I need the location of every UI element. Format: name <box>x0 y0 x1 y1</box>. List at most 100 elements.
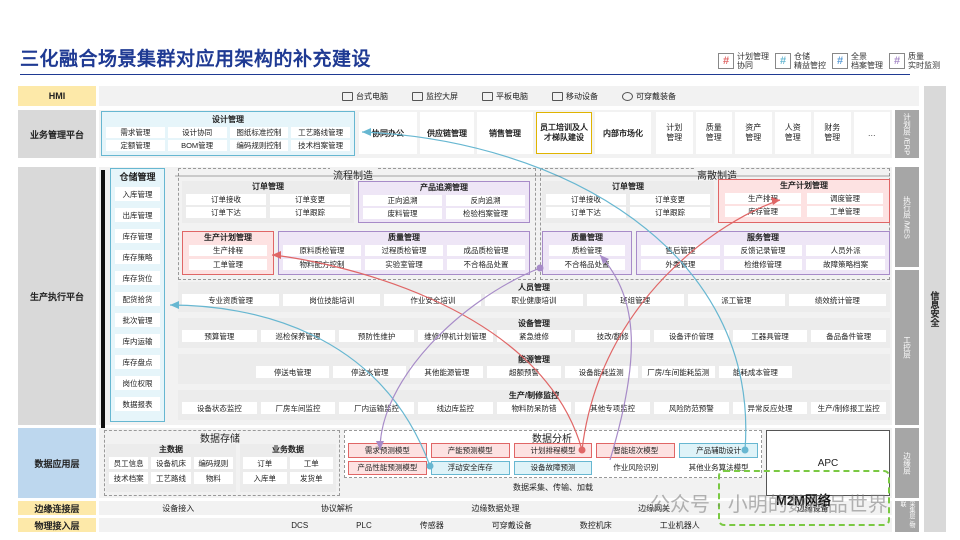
design-item: 设计协同 <box>167 127 227 138</box>
energy-item: 设备能耗监测 <box>564 366 638 378</box>
physical-item: 可穿戴设备 <box>491 520 532 530</box>
monitoring-item: 异常反应处理 <box>732 402 808 414</box>
process-quality-item: 物料配方控制 <box>283 259 361 270</box>
arrowhead-plan <box>771 197 780 205</box>
warehouse-management: 仓储管理 入库管理 出库管理 库存管理 库存策略 库存货位 配货拾货 批次管理 … <box>110 168 165 422</box>
monitoring-item: 生产/制修报工监控 <box>811 402 886 414</box>
production-monitoring: 生产/制修监控 设备状态监控 厂房车间监控 厂内运输监控 线边库监控 物料防呆防… <box>178 390 890 420</box>
legend-mark-quality: # <box>889 53 905 69</box>
traceability-title: 产品追溯管理 <box>420 183 468 192</box>
design-item: 工艺路线管理 <box>291 127 350 138</box>
design-item: 需求管理 <box>106 127 165 138</box>
service-item: 人员外派 <box>806 245 885 256</box>
design-item: 编码规则控制 <box>229 140 289 151</box>
traceability-item: 反向追溯 <box>446 195 525 206</box>
business-data-item: 订单 <box>243 457 287 469</box>
data-storage-frame <box>104 430 340 496</box>
equipment-item: 维修/停机计划管理 <box>417 330 493 342</box>
personnel-item: 绩效统计管理 <box>788 294 886 306</box>
physical-band: DCS PLC 传感器 可穿戴设备 数控机床 工业机器人 <box>99 518 892 532</box>
model-fault-forecast: 设备故障预测 <box>513 460 593 475</box>
service-item: 故障策略档案 <box>806 259 885 270</box>
module-finance: 财务管理 <box>814 112 851 154</box>
vertical-bus <box>101 170 105 432</box>
watermark-text: 公众号 · 小明的数据品世界 <box>650 494 888 516</box>
business-small-modules: 计划管理 质量管理 资产管理 人资管理 财务管理 … <box>656 112 890 154</box>
module-supply-chain: 供应链管理 <box>420 112 474 154</box>
personnel-title: 人员管理 <box>518 283 550 292</box>
row-label-data: 数据应用层 <box>18 428 96 498</box>
physical-item: PLC <box>356 520 372 530</box>
connector-scheduling-to-plan <box>581 199 781 451</box>
legend: # 计划管理 协同 # 仓储 精益管控 # 全景 档案管理 # 质量 实时监测 <box>718 52 946 70</box>
warehouse-item: 岗位权限 <box>115 376 160 390</box>
legend-label-warehouse: 仓储 精益管控 <box>794 52 826 70</box>
master-data-title: 主数据 <box>159 445 183 454</box>
discrete-order-title: 订单管理 <box>612 182 644 191</box>
equipment-item: 工器具管理 <box>732 330 808 342</box>
monitoring-item: 物料防呆防错 <box>496 402 572 414</box>
discrete-quality-management: 质量管理 质检管理 不合格品处置 <box>542 231 632 275</box>
edge-item: 边缘网关 <box>638 503 671 513</box>
module-training: 员工培训及人才梯队建设 <box>536 112 592 154</box>
data-storage-title: 数据存储 <box>200 434 240 445</box>
equipment-title: 设备管理 <box>518 319 550 328</box>
service-item: 检维修管理 <box>723 259 803 270</box>
energy-item: 停送电管理 <box>256 366 330 378</box>
discrete-quality-item: 不合格品处置 <box>549 259 625 270</box>
side-label-collect: 采集层 /物联 <box>895 501 919 532</box>
master-data-item: 工艺路线 <box>151 472 191 484</box>
row-label-edge: 边缘连接层 <box>18 501 96 515</box>
personnel-item: 班组管理 <box>586 294 684 306</box>
service-item: 外委管理 <box>641 259 720 270</box>
personnel-management: 人员管理 专业资质管理 岗位技能培训 作业安全培训 职业健康培训 班组管理 派工… <box>178 282 890 312</box>
side-label-control: 工控层 <box>895 270 919 425</box>
discrete-order-item: 订单跟踪 <box>630 207 710 218</box>
physical-item: DCS <box>291 520 309 530</box>
warehouse-item: 库内运输 <box>115 334 160 348</box>
master-data-item: 技术档案 <box>109 472 149 484</box>
equipment-item: 紧急维修 <box>496 330 572 342</box>
side-label-mes: 执行层 /MES <box>895 167 919 267</box>
energy-item: 停送水管理 <box>333 366 407 378</box>
process-plan-item: 工单管理 <box>189 259 267 270</box>
warehouse-item: 批次管理 <box>115 313 160 327</box>
discrete-order-item: 订单接收 <box>546 194 626 205</box>
discrete-quality-item: 质检管理 <box>549 245 625 256</box>
arrowhead-process-plan <box>272 251 281 259</box>
product-traceability: 产品追溯管理 正向追溯 反向追溯 废料管理 检验档案管理 <box>358 181 530 223</box>
connector-quality-to-performance <box>379 267 541 451</box>
connector-dot <box>536 264 544 272</box>
design-item: 定额管理 <box>106 140 165 151</box>
master-data-item: 物料 <box>193 472 233 484</box>
desktop-icon <box>342 91 353 101</box>
info-security-bar: 信息安全 <box>924 86 946 532</box>
process-quality-item: 成品质检管理 <box>447 245 525 256</box>
process-order-item: 订单接收 <box>186 194 266 205</box>
service-title: 服务管理 <box>747 233 779 242</box>
master-data-item: 编码规则 <box>193 457 233 469</box>
warehouse-item: 数据报表 <box>115 397 160 411</box>
process-quality-item: 不合格品处置 <box>447 259 525 270</box>
wearable-icon <box>622 91 633 101</box>
equipment-item: 巡检保养管理 <box>260 330 336 342</box>
process-quality-title: 质量管理 <box>388 233 420 242</box>
personnel-item: 岗位技能培训 <box>283 294 381 306</box>
connector-dot <box>426 462 434 470</box>
energy-item: 厂房/车间能耗监测 <box>641 366 715 378</box>
equipment-item: 预防性维护 <box>339 330 414 342</box>
row-label-production: 生产执行平台 <box>18 167 96 425</box>
row-label-physical: 物理接入层 <box>18 518 96 532</box>
model-demand-forecast: 需求预测模型 <box>348 443 427 458</box>
warehouse-item: 库存盘点 <box>115 355 160 369</box>
process-order-item: 订单下达 <box>186 207 266 218</box>
process-order-item: 订单变更 <box>270 194 350 205</box>
equipment-management: 设备管理 预算管理 巡检保养管理 预防性维护 维修/停机计划管理 紧急维修 技改… <box>178 318 890 348</box>
process-quality-item: 实验室管理 <box>365 259 443 270</box>
energy-title: 能源管理 <box>518 355 550 364</box>
equipment-item: 预算管理 <box>182 330 257 342</box>
service-management: 服务管理 售后管理 反馈记录管理 人员外派 外委管理 检维修管理 故障策略档案 <box>636 231 890 275</box>
monitoring-item: 厂房车间监控 <box>260 402 336 414</box>
discrete-plan-item: 工单管理 <box>807 206 883 217</box>
discrete-order-management: 订单管理 订单接收 订单变更 订单下达 订单跟踪 <box>542 181 714 223</box>
